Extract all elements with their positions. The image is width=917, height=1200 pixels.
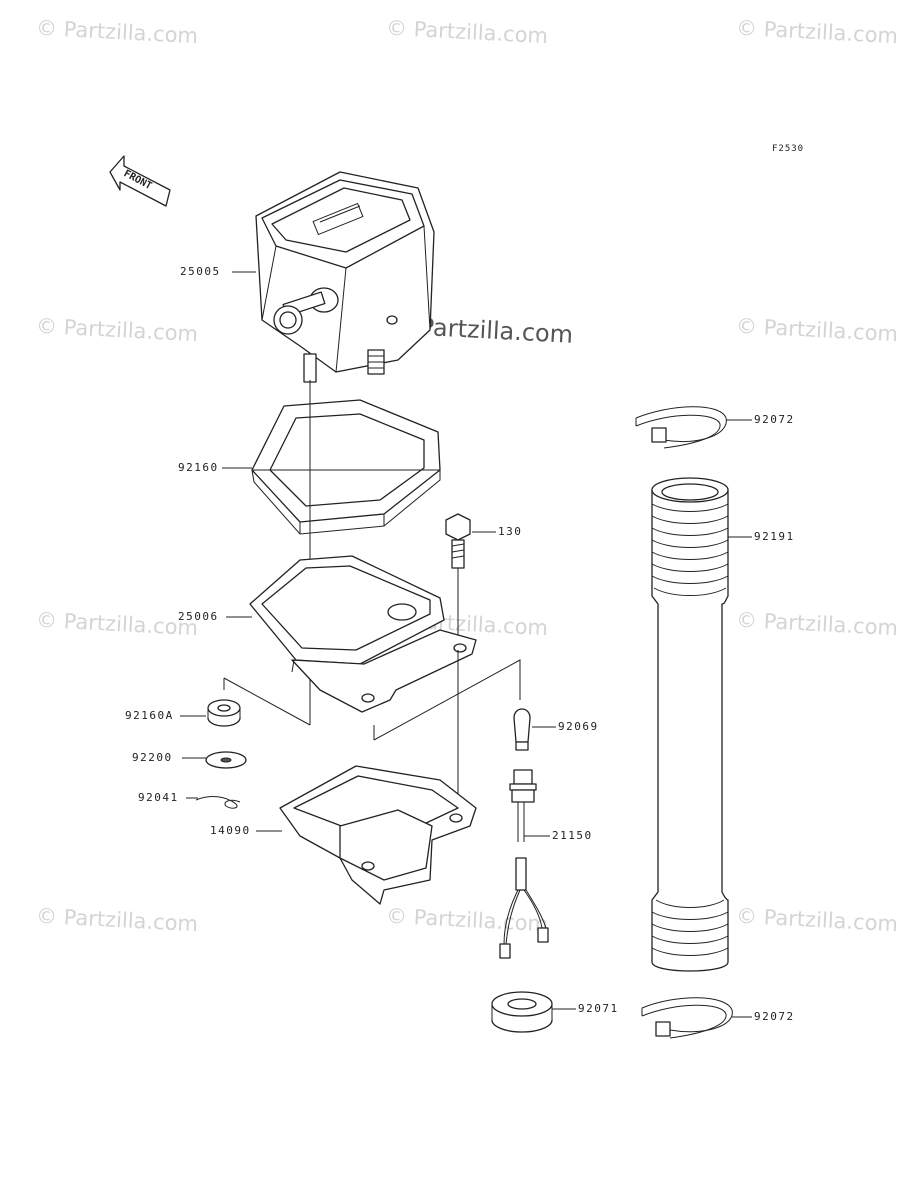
clip-drawing bbox=[195, 796, 241, 809]
part-label-21150[interactable]: 21150 bbox=[552, 829, 593, 842]
part-label-92072-top[interactable]: 92072 bbox=[754, 413, 795, 426]
band-top-drawing bbox=[635, 406, 727, 449]
bolt-drawing bbox=[445, 513, 471, 650]
leader-lines bbox=[180, 271, 752, 1018]
part-label-92160a[interactable]: 92160A bbox=[125, 709, 174, 722]
cable-boot-drawing bbox=[651, 477, 729, 972]
grommet-drawing bbox=[207, 699, 241, 727]
band-bottom-drawing bbox=[641, 997, 733, 1039]
part-label-14090[interactable]: 14090 bbox=[210, 824, 251, 837]
part-label-92072-bottom[interactable]: 92072 bbox=[754, 1010, 795, 1023]
meter-gasket-drawing bbox=[251, 399, 441, 535]
front-arrow-icon: FRONT bbox=[109, 155, 171, 207]
diagram-code: F2530 bbox=[772, 144, 805, 154]
part-label-92200[interactable]: 92200 bbox=[132, 751, 173, 764]
bracket-drawing bbox=[279, 765, 477, 905]
part-label-92191[interactable]: 92191 bbox=[754, 530, 795, 543]
part-label-130[interactable]: 130 bbox=[498, 525, 523, 538]
socket-lead-drawing bbox=[499, 769, 549, 959]
grommet-round-drawing bbox=[491, 991, 553, 1033]
meter-case-drawing bbox=[249, 555, 477, 713]
part-label-25005[interactable]: 25005 bbox=[180, 265, 221, 278]
part-label-92041[interactable]: 92041 bbox=[138, 791, 179, 804]
washer-drawing bbox=[205, 751, 247, 769]
part-label-25006[interactable]: 25006 bbox=[178, 610, 219, 623]
part-label-92069[interactable]: 92069 bbox=[558, 720, 599, 733]
bulb-drawing bbox=[513, 708, 531, 751]
part-label-92160[interactable]: 92160 bbox=[178, 461, 219, 474]
meter-assembly-drawing bbox=[255, 171, 435, 383]
part-label-92071[interactable]: 92071 bbox=[578, 1002, 619, 1015]
